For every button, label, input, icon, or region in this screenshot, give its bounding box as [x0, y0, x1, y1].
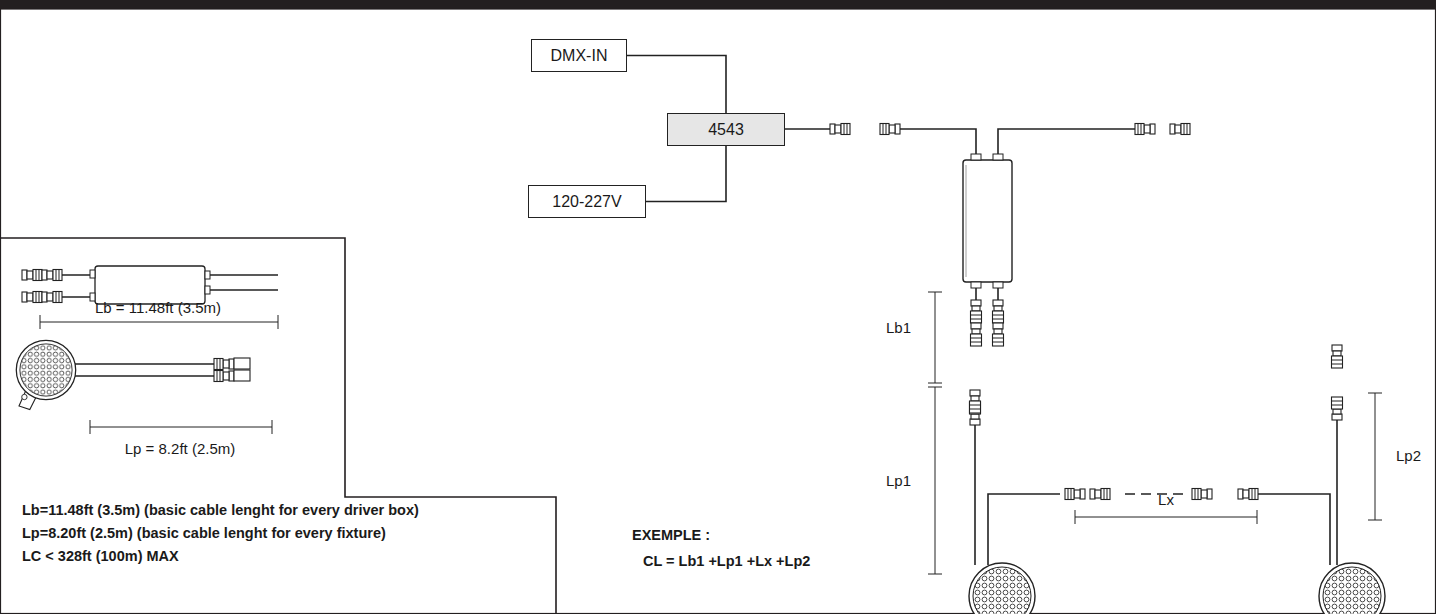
formula-text: CL = Lb1 +Lp1 +Lx +Lp2 — [643, 553, 810, 570]
driver-box — [963, 160, 1012, 282]
dimension-label: Lb = 11.48ft (3.5m) — [95, 299, 221, 316]
process-box: DMX-IN — [531, 39, 627, 72]
inset-border — [0, 238, 556, 614]
box-label: DMX-IN — [551, 47, 608, 65]
driver-box-small — [95, 266, 205, 304]
box-label: 120-227V — [552, 193, 621, 211]
example-heading: EXEMPLE : — [632, 527, 710, 544]
signal-wire — [627, 56, 726, 114]
note-text: Lp=8.20ft (2.5m) (basic cable lenght for… — [22, 525, 386, 542]
dimension-label: Lp2 — [1396, 447, 1421, 464]
dimension-label: Lb1 — [886, 319, 911, 336]
top-bar — [0, 0, 1436, 9]
process-box: 4543 — [667, 113, 785, 146]
dimension-label: Lp1 — [886, 472, 911, 489]
box-label: 4543 — [708, 121, 744, 139]
dimension-label: Lx — [1158, 491, 1174, 508]
process-box: 120-227V — [528, 185, 646, 218]
note-text: LC < 328ft (100m) MAX — [22, 548, 179, 565]
signal-wire — [646, 146, 726, 202]
dimension-label: Lp = 8.2ft (2.5m) — [125, 440, 235, 457]
note-text: Lb=11.48ft (3.5m) (basic cable lenght fo… — [22, 502, 419, 519]
